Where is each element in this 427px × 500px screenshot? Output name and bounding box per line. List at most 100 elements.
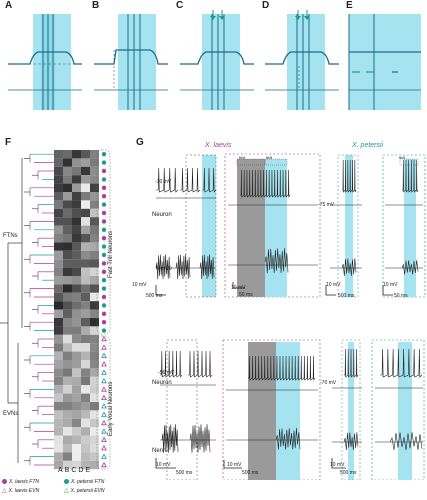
heatmap-cell: [90, 351, 99, 360]
heatmap-cell: [63, 267, 72, 276]
spike-trace: [380, 348, 423, 378]
evn-marker-icon: [101, 394, 107, 401]
heatmap-cell: [54, 217, 63, 226]
heatmap-cell: [63, 460, 72, 470]
ftn-marker-icon: [101, 278, 107, 283]
heatmap-cell: [63, 250, 72, 260]
ftn-marker-icon: [101, 194, 107, 199]
legend-petersii-ftn: X. petersii FTN: [64, 478, 104, 486]
heatmap-cell: [90, 192, 99, 201]
ftn-marker-icon: [101, 294, 107, 300]
heatmap-cell: [63, 309, 72, 318]
heatmap-cell: [72, 276, 81, 285]
heatmap-cell: [81, 225, 90, 234]
heatmap-cell: [63, 410, 72, 419]
heatmap-cell: [90, 175, 99, 184]
heatmap-cell: [81, 318, 90, 327]
evn-marker-icon: [101, 453, 107, 459]
heatmap-cell: [54, 284, 63, 293]
heatmap-cell: [72, 292, 81, 302]
heatmap-cell: [54, 460, 63, 470]
spike-trace: [344, 348, 359, 379]
heatmap-cell: [81, 267, 90, 276]
scale-ev-laevis-mv: 10 mV: [156, 462, 171, 468]
dendrogram-heatmap: [0, 149, 111, 470]
heatmap-cell: [90, 402, 99, 411]
heatmap-cell: [54, 368, 63, 377]
heatmap-cell: [63, 217, 72, 226]
heatmap-cell: [63, 175, 72, 184]
scale-ev-pet-ms: 500 ms: [340, 470, 357, 476]
heatmap-cell: [72, 460, 81, 470]
spike-trace: [202, 167, 217, 193]
heatmap-cell: [54, 158, 63, 167]
heatmap-cell: [81, 158, 90, 167]
heatmap-cell: [81, 452, 90, 461]
heatmap-cell: [72, 242, 81, 251]
heatmap-cell: [54, 343, 63, 352]
ftn-marker-icon: [101, 311, 107, 316]
heatmap-cell: [90, 242, 99, 251]
heatmap-cell: [54, 309, 63, 318]
scale-bar: [232, 282, 245, 289]
heatmap-cell: [72, 192, 81, 201]
scale-ft-pet2-ms: 50 ms: [394, 293, 408, 299]
heatmap-cell: [72, 250, 81, 260]
evn-marker-icon: [101, 445, 107, 451]
heatmap-cell: [81, 334, 90, 344]
heatmap-cell: [72, 234, 81, 243]
evn-marker-icon: [101, 428, 107, 434]
nerve-trace: [401, 260, 419, 275]
cluster-label-ftns: FTNs: [3, 233, 18, 239]
panel-label-b: B: [92, 0, 100, 11]
heatmap-cell: [63, 192, 72, 201]
nerve-trace: [161, 424, 179, 453]
evn-marker-icon: [101, 403, 107, 409]
heatmap-cell: [54, 444, 63, 453]
heatmap-cell: [81, 427, 90, 436]
heatmap-cell: [63, 259, 72, 268]
box-label-ftrill-2: ftrill: [266, 155, 273, 160]
heatmap-cell: [90, 183, 99, 192]
heatmap-cell: [54, 402, 63, 411]
heatmap-col-c: C: [71, 467, 79, 474]
nerve-trace: [275, 428, 301, 450]
heatmap-cell: [90, 326, 99, 335]
evn-marker-icon: [101, 386, 107, 392]
species-petersii: X. petersii: [352, 142, 384, 149]
spike-trace: [342, 159, 357, 193]
ftn-marker-icon: [101, 236, 107, 241]
heatmap-cell: [54, 200, 63, 209]
legend-laevis-evn: △X. laevis EVN: [2, 488, 40, 494]
nerve-trace: [389, 432, 423, 451]
heatmap-cell: [81, 410, 90, 419]
evn-marker-icon: [101, 419, 107, 426]
heatmap-cell: [90, 309, 99, 318]
spike-trace: [240, 169, 291, 199]
heatmap-cell: [81, 368, 90, 377]
heatmap-cell: [63, 368, 72, 377]
heatmap-cell: [90, 217, 99, 226]
ftn-marker-icon: [101, 160, 107, 165]
species-laevis: X. laevis: [205, 142, 232, 149]
scale-bar: [382, 285, 393, 296]
heatmap-cell: [63, 301, 72, 310]
heatmap-cell: [63, 427, 72, 436]
heatmap-cell: [72, 284, 81, 293]
scale-bar: [155, 458, 176, 469]
heatmap-cell: [63, 150, 72, 159]
heatmap-cell: [54, 410, 63, 419]
evn-marker-icon: [101, 335, 107, 342]
panel-label-f: F: [5, 137, 12, 148]
heatmap-cell: [63, 334, 72, 344]
heatmap-cell: [81, 242, 90, 251]
heatmap-cell: [81, 360, 90, 369]
scale-ft-pet-ms: 500 ms: [338, 293, 355, 299]
heatmap-cell: [72, 368, 81, 377]
heatmap-cell: [72, 334, 81, 344]
heatmap-cell: [54, 318, 63, 327]
heatmap-cell: [54, 267, 63, 276]
scale-ft-pet2-mv: 10 mV: [383, 282, 398, 288]
heatmap-column-labels: ABCDE: [58, 467, 92, 474]
heatmap: [54, 150, 99, 470]
